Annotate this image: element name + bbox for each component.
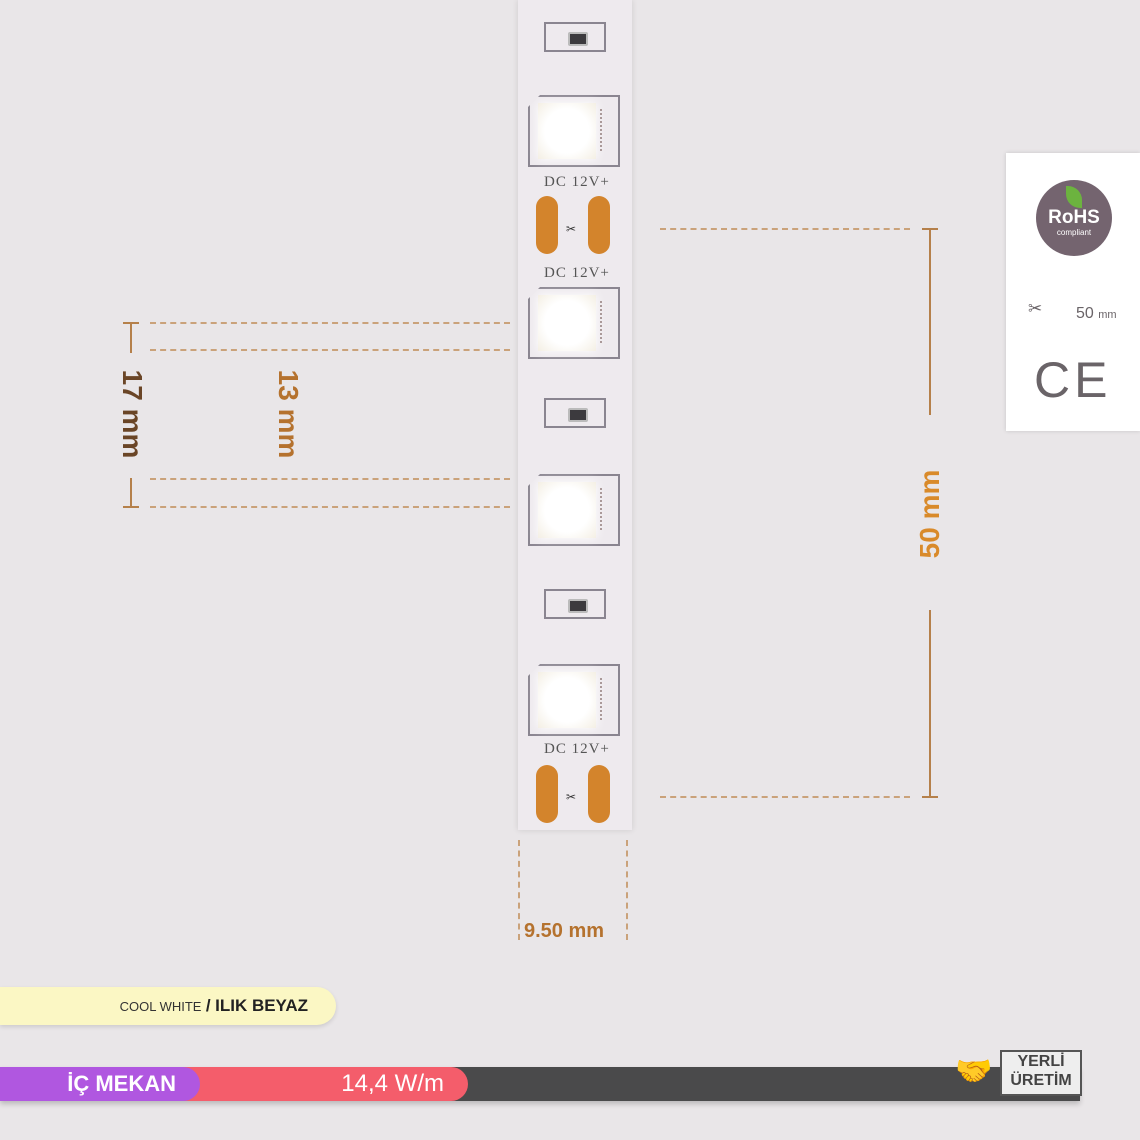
certification-panel: RoHS compliant ✂ 50 mm CE [1006, 153, 1140, 431]
badge-line1: YERLİ [1017, 1053, 1065, 1070]
solder-pad [536, 196, 558, 254]
rohs-logo: RoHS compliant [1036, 180, 1112, 256]
led-chip [528, 664, 620, 736]
dimension-guide [518, 840, 520, 940]
led-chip [528, 95, 620, 167]
pitch-label: 50 mm [914, 469, 945, 559]
dimension-guide [150, 478, 510, 480]
scissors-icon: ✂ [566, 790, 577, 804]
led-outer-label: 17 mm [117, 369, 148, 459]
local-production-badge: YERLİ ÜRETİM [1000, 1050, 1082, 1096]
led-chip [528, 474, 620, 546]
dimension-line [929, 229, 931, 415]
dimension-guide [150, 506, 510, 508]
dimension-guide [150, 322, 510, 324]
solder-pad [536, 765, 558, 823]
resistor [544, 398, 606, 428]
color-english: COOL WHITE [119, 999, 202, 1014]
handshake-icon: 🤝 [955, 1055, 993, 1088]
dimension-guide [660, 228, 910, 230]
color-turkish: ILIK BEYAZ [215, 996, 308, 1015]
dimension-line [130, 323, 132, 353]
ce-mark: CE [1034, 352, 1112, 408]
cut-length: 50 mm [1076, 305, 1117, 322]
leaf-icon [1066, 186, 1082, 208]
dimension-line [929, 610, 931, 797]
strip-label: DC 12V+ [544, 741, 610, 757]
rohs-subtext: compliant [1056, 228, 1092, 237]
width-label: 9.50 mm [524, 920, 605, 942]
solder-pad [588, 196, 610, 254]
strip-label: DC 12V+ [544, 265, 610, 281]
solder-pad [588, 765, 610, 823]
badge-line2: ÜRETİM [1010, 1072, 1072, 1089]
power-segment: 14,4 W/m [180, 1067, 468, 1101]
led-inner-label: 13 mm [273, 369, 304, 459]
rohs-text: RoHS [1048, 207, 1100, 228]
dimension-tick [922, 796, 938, 798]
led-chip [528, 287, 620, 359]
dimension-line [130, 478, 132, 508]
led-strip: DC 12V+ ✂ DC 12V+ DC 12V+ ✂ [518, 0, 632, 830]
dimension-guide [626, 840, 628, 940]
color-separator: / [205, 996, 211, 1015]
location-segment: İÇ MEKAN [0, 1067, 200, 1101]
color-temperature-tag: COOL WHITE / ILIK BEYAZ [0, 987, 336, 1025]
strip-label: DC 12V+ [544, 174, 610, 190]
scissors-icon: ✂ [566, 222, 577, 236]
dimension-guide [660, 796, 910, 798]
resistor [544, 22, 606, 52]
dimension-guide [150, 349, 510, 351]
cut-icon: ✂ [1028, 299, 1043, 318]
resistor [544, 589, 606, 619]
